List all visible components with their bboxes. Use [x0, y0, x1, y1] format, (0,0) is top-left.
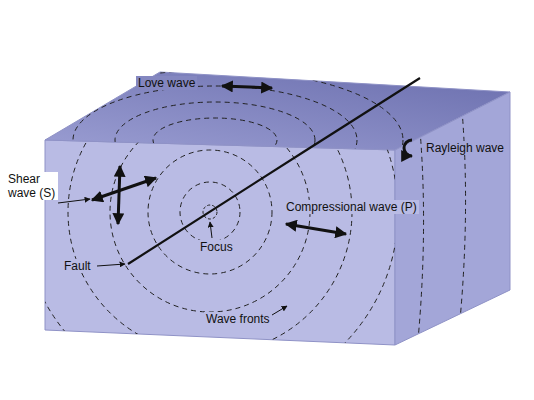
fault-line [128, 78, 420, 264]
right-face [395, 92, 510, 345]
compressional-wave-arrow [286, 224, 346, 234]
shear-wave-arrow [92, 178, 156, 200]
leader-line [97, 264, 125, 266]
wave-label: Love wave [136, 76, 197, 90]
leader-line [58, 199, 90, 203]
love-wave-arrow [222, 86, 272, 88]
part-label: Focus [198, 240, 235, 254]
leader-line [272, 306, 287, 315]
wave-label: Shear wave (S) [6, 172, 58, 200]
part-label: Wave fronts [204, 312, 272, 326]
rayleigh-wave-arrow [404, 140, 412, 156]
part-label: Fault [62, 259, 93, 273]
wave-label: Rayleigh wave [424, 141, 506, 155]
leader-line [210, 222, 212, 238]
front-face [45, 140, 395, 345]
shear-wave-arrow [118, 166, 120, 224]
wave-fronts-top [27, 70, 403, 210]
wave-label: Compressional wave (P) [284, 200, 419, 214]
